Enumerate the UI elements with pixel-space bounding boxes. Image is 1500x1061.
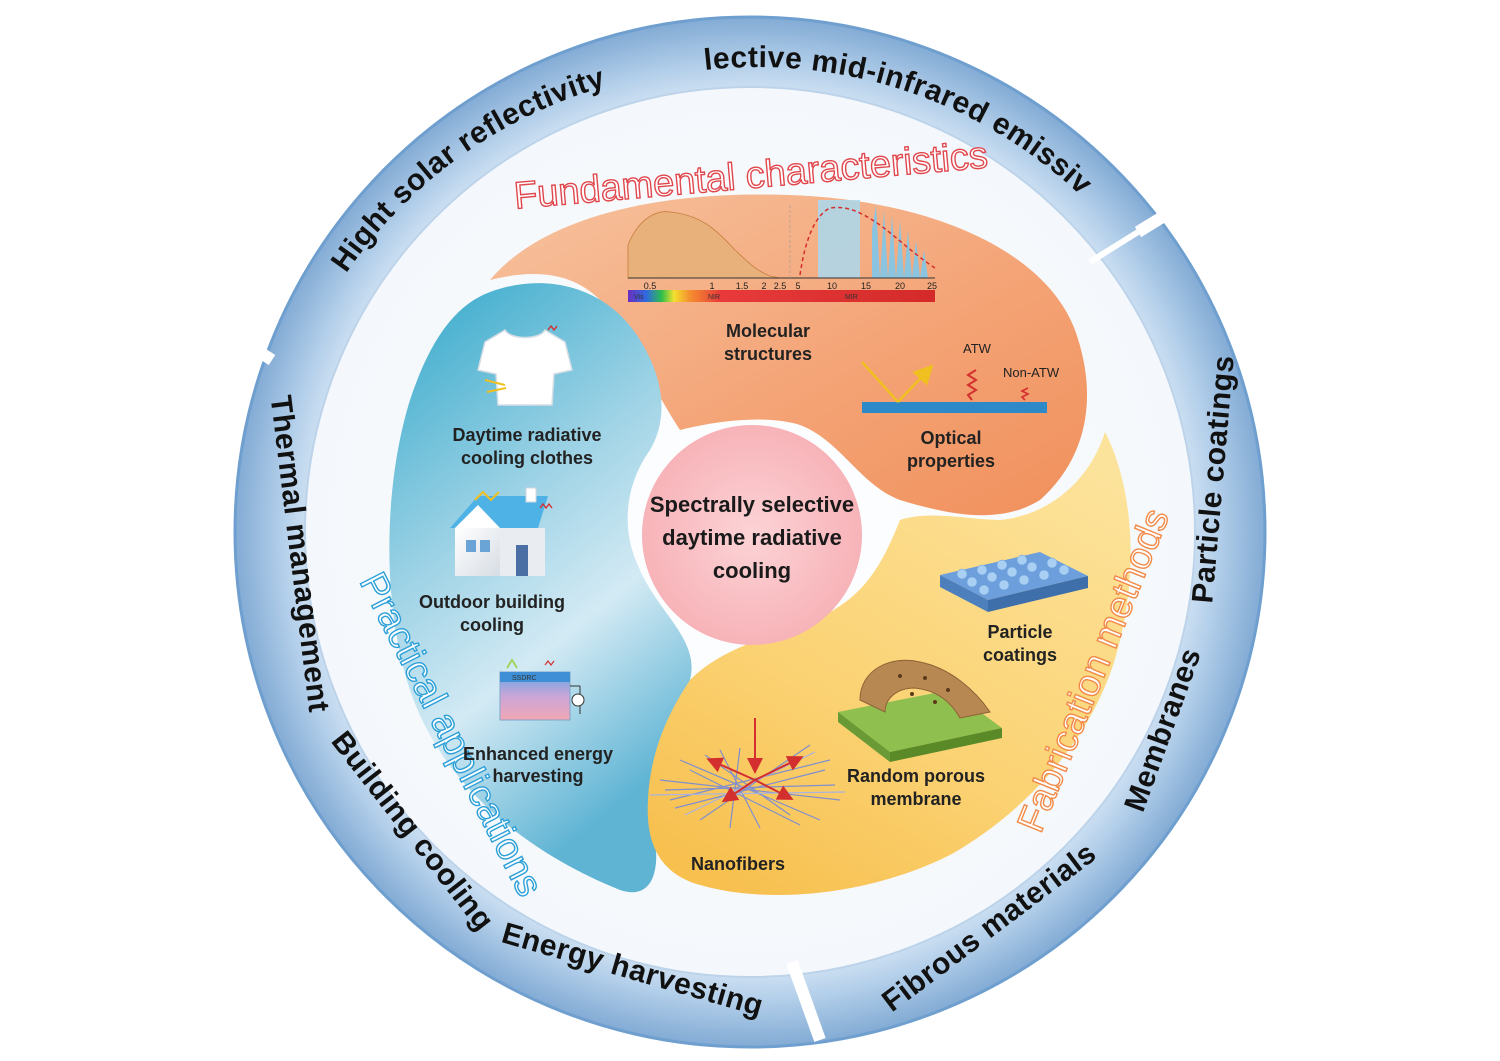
molecular-structures-label: Molecular (726, 321, 810, 341)
svg-text:5: 5 (795, 281, 800, 291)
clothes-label: Daytime radiative (452, 425, 601, 445)
spectrum-ticks: 0.5 1 1.5 2 2.5 5 10 15 20 25 (644, 281, 937, 291)
tshirt-icon (477, 324, 573, 406)
ssdrc-label: SSDRC (512, 675, 537, 682)
band-vis: Vis (634, 294, 644, 301)
nanofiber-arrows (706, 718, 804, 803)
particle-coatings-label-2: coatings (983, 645, 1057, 665)
molecular-structures-label-2: structures (724, 344, 812, 364)
energy-label-2: harvesting (492, 766, 583, 786)
nanofibers-label: Nanofibers (691, 854, 785, 874)
svg-text:20: 20 (895, 281, 905, 291)
particle-coating-icon (940, 552, 1088, 612)
band-nir: NIR (708, 294, 720, 301)
spectrum-colorbar (628, 290, 935, 302)
optical-properties-label: Optical (920, 428, 981, 448)
porous-membrane-icon (838, 659, 1002, 762)
center-label-1: Spectrally selective (650, 492, 854, 517)
center-label-3: cooling (713, 558, 791, 583)
svg-text:15: 15 (861, 281, 871, 291)
energy-label: Enhanced energy (463, 744, 613, 764)
svg-text:2.5: 2.5 (774, 281, 787, 291)
house-icon (450, 487, 553, 576)
center-circle: Spectrally selective daytime radiative c… (642, 425, 862, 645)
atw-label: ATW (963, 341, 992, 356)
membrane-label: Random porous (847, 766, 985, 786)
svg-text:25: 25 (927, 281, 937, 291)
membrane-label-2: membrane (870, 789, 961, 809)
building-label: Outdoor building (419, 592, 565, 612)
particle-coatings-label: Particle (987, 622, 1052, 642)
non-atw-label: Non-ATW (1003, 365, 1060, 380)
svg-text:0.5: 0.5 (644, 281, 657, 291)
svg-text:1: 1 (709, 281, 714, 291)
center-label-2: daytime radiative (662, 525, 842, 550)
building-label-2: cooling (460, 615, 524, 635)
energy-device-icon: SSDRC (499, 658, 585, 721)
optical-properties-label-2: properties (907, 451, 995, 471)
practical-blob (389, 283, 692, 893)
svg-text:10: 10 (827, 281, 837, 291)
optical-illustration: ATW Non-ATW (861, 341, 1060, 413)
spectrum-chart: Vis NIR MIR 0.5 1 1.5 2 2.5 5 10 15 20 2… (627, 200, 937, 302)
svg-text:1.5: 1.5 (736, 281, 749, 291)
clothes-label-2: cooling clothes (461, 448, 593, 468)
band-mir: MIR (845, 294, 858, 301)
svg-text:2: 2 (761, 281, 766, 291)
